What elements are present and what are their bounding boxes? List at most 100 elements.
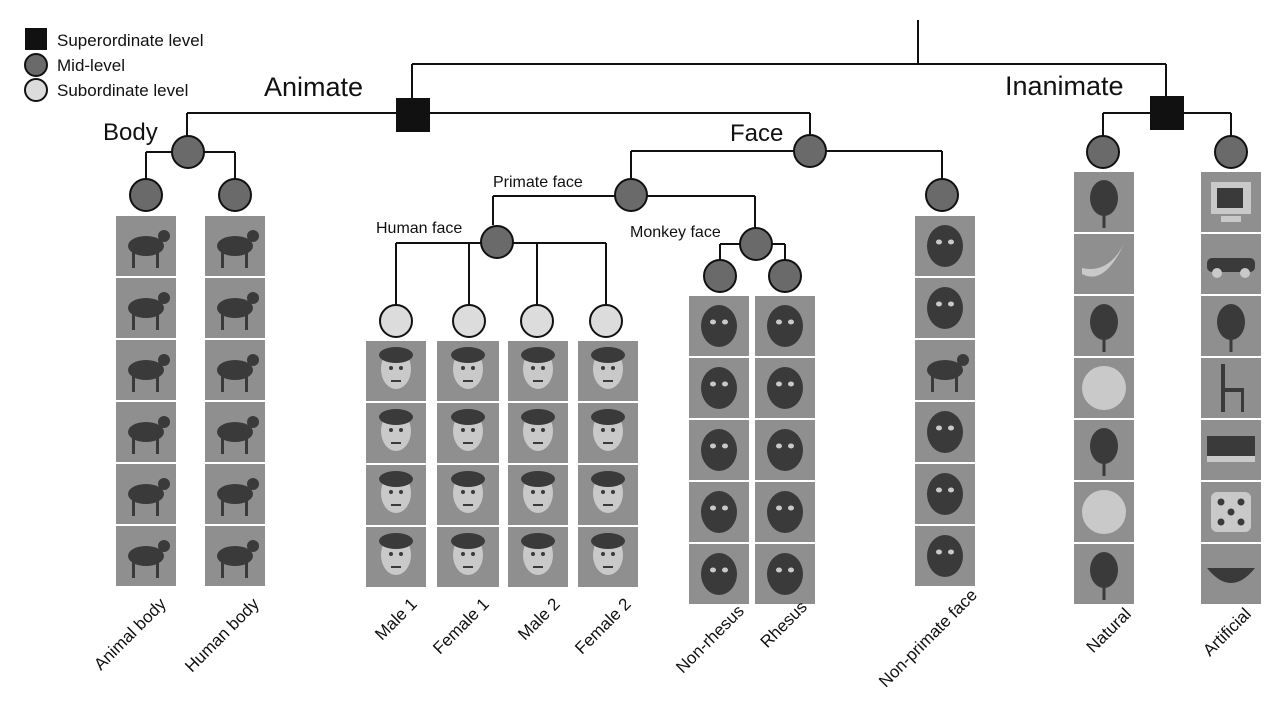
- image-monkey-face: [755, 420, 815, 480]
- face-edges: [630, 150, 943, 180]
- monkey-face-label: Monkey face: [630, 224, 721, 241]
- image-die: [1201, 482, 1261, 542]
- image-cat: [116, 402, 176, 462]
- inanimate-label: Inanimate: [1005, 71, 1124, 101]
- image-monkey-face: [689, 420, 749, 480]
- leaf-label-natural: Natural: [1083, 604, 1135, 656]
- image-monkey-face: [755, 296, 815, 356]
- face-label: Face: [730, 120, 783, 147]
- image-face: [366, 403, 426, 463]
- root-edges: [411, 20, 1167, 100]
- female-2-node: [589, 304, 623, 338]
- image-column-female-1: [437, 341, 499, 587]
- legend-mid-circle: [24, 53, 48, 77]
- image-face: [508, 527, 568, 587]
- animate-edges: [186, 112, 811, 140]
- non-primate-face-node: [925, 178, 959, 212]
- inanimate-node: [1150, 96, 1184, 130]
- image-face: [578, 527, 638, 587]
- image-face: [508, 341, 568, 401]
- legend-mid-label: Mid-level: [57, 56, 125, 75]
- image-cat-face: [915, 464, 975, 524]
- primate-face-node: [614, 178, 648, 212]
- body-node: [171, 135, 205, 169]
- leaf-label-artificial: Artificial: [1199, 604, 1255, 660]
- image-flower: [1074, 544, 1134, 604]
- image-tree: [1074, 420, 1134, 480]
- image-face: [508, 465, 568, 525]
- image-polar-bear-face: [915, 526, 975, 586]
- primate-face-label: Primate face: [493, 174, 583, 191]
- tree-nodes: [129, 96, 1248, 338]
- image-leaf: [1074, 172, 1134, 232]
- human-body-node: [218, 178, 252, 212]
- tree-edges: [145, 20, 1232, 305]
- image-monkey-face: [689, 296, 749, 356]
- legend-superordinate-square: [25, 28, 47, 50]
- image-face: [578, 341, 638, 401]
- leaf-label-non-rhesus: Non-rhesus: [672, 601, 748, 677]
- non-rhesus-node: [703, 259, 737, 293]
- image-banana: [1074, 234, 1134, 294]
- legend-subordinate-circle: [24, 78, 48, 102]
- image-face: [437, 403, 499, 463]
- image-column-non-primate-face: [915, 216, 975, 586]
- natural-node: [1086, 135, 1120, 169]
- image-column-rhesus: [755, 296, 815, 604]
- image-dancer: [205, 278, 265, 338]
- image-monkey-face: [689, 482, 749, 542]
- image-duck-head: [915, 340, 975, 400]
- image-camel-face: [915, 278, 975, 338]
- image-column-male-2: [508, 341, 568, 587]
- animate-label: Animate: [264, 72, 363, 102]
- image-face: [437, 527, 499, 587]
- image-white-dog-face: [915, 402, 975, 462]
- rhesus-node: [768, 259, 802, 293]
- leaf-label-non-primate-face: Non-primate face: [875, 585, 981, 691]
- image-pliers: [1201, 296, 1261, 356]
- image-table: [1201, 420, 1261, 480]
- image-orange-slice: [1074, 482, 1134, 542]
- image-column-male-1: [366, 341, 426, 587]
- leaf-label-female-1: Female 1: [429, 594, 493, 658]
- image-monkey-face: [755, 544, 815, 604]
- image-column-animal-body: [116, 216, 176, 586]
- animal-body-node: [129, 178, 163, 212]
- image-columns: [116, 172, 1261, 604]
- human-face-node: [480, 225, 514, 259]
- animate-node: [396, 98, 430, 132]
- image-face: [578, 403, 638, 463]
- human-face-label: Human face: [376, 220, 462, 237]
- image-gorilla-face: [689, 544, 749, 604]
- image-face: [366, 527, 426, 587]
- leaf-label-female-2: Female 2: [571, 594, 635, 658]
- image-standing-woman: [205, 340, 265, 400]
- category-labels: Animate Inanimate Body Face Primate face…: [103, 71, 1124, 241]
- image-face: [366, 465, 426, 525]
- image-column-non-rhesus: [689, 296, 749, 604]
- image-bowl: [1201, 544, 1261, 604]
- image-face: [366, 341, 426, 401]
- leaf-label-male-2: Male 2: [514, 594, 564, 644]
- leaf-label-animal-body: Animal body: [90, 594, 170, 674]
- image-goat: [116, 464, 176, 524]
- face-node: [793, 134, 827, 168]
- legend-subordinate-label: Subordinate level: [57, 81, 188, 100]
- body-label: Body: [103, 119, 158, 146]
- image-kicking-man: [205, 526, 265, 586]
- image-face: [437, 465, 499, 525]
- image-gull: [116, 526, 176, 586]
- image-child: [205, 464, 265, 524]
- male-1-node: [379, 304, 413, 338]
- male-2-node: [520, 304, 554, 338]
- female-1-node: [452, 304, 486, 338]
- legend: Superordinate level Mid-level Subordinat…: [24, 28, 203, 102]
- image-monkey-face: [755, 358, 815, 418]
- image-face: [508, 403, 568, 463]
- image-goose: [116, 340, 176, 400]
- image-deer: [116, 216, 176, 276]
- image-car: [1201, 234, 1261, 294]
- image-column-human-body: [205, 216, 265, 586]
- artificial-node: [1214, 135, 1248, 169]
